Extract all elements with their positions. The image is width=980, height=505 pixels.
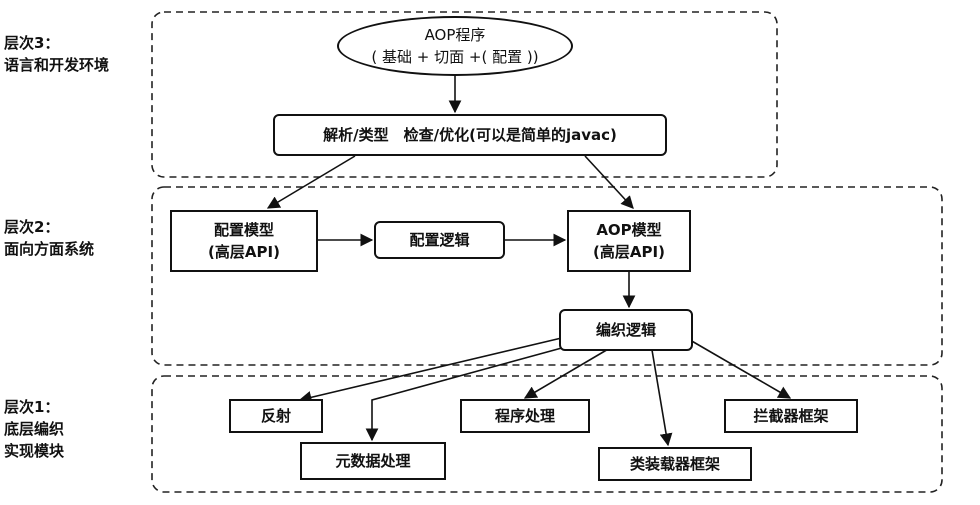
edge-parse-to-config-model <box>266 155 356 209</box>
config-model-title: 配置模型 <box>213 221 274 239</box>
aop-model-subtitle: (高层API) <box>593 243 665 261</box>
layer1-desc1: 底层编织 <box>4 420 65 438</box>
parse-check-label: 解析/类型 检查/优化(可以是简单的javac) <box>323 126 617 144</box>
weave-logic-label: 编织逻辑 <box>595 321 656 339</box>
config-model-node: 配置模型 (高层API) <box>170 210 318 272</box>
program-proc-node: 程序处理 <box>460 399 590 433</box>
layer1-label: 层次1： 底层编织 实现模块 <box>4 396 64 462</box>
edge-weave-to-metadata <box>365 342 581 442</box>
weave-logic-node: 编织逻辑 <box>559 309 693 351</box>
metadata-node: 元数据处理 <box>300 442 446 480</box>
aop-model-title: AOP模型 <box>596 221 662 239</box>
aop-program-node: AOP程序 ( 基础 + 切面 +( 配置 )) <box>337 16 573 76</box>
aop-program-title: AOP程序 <box>424 26 486 44</box>
metadata-label: 元数据处理 <box>335 452 411 470</box>
program-proc-label: 程序处理 <box>494 407 555 425</box>
layer3-desc: 语言和开发环境 <box>4 56 110 74</box>
edge-weave-to-reflection <box>298 335 571 404</box>
edge-weave-to-interceptor <box>689 339 792 399</box>
reflection-node: 反射 <box>229 399 323 433</box>
layer1-desc2: 实现模块 <box>4 442 65 460</box>
classloader-node: 类装载器框架 <box>598 447 752 481</box>
layer2-label: 层次2： 面向方面系统 <box>4 216 94 260</box>
reflection-label: 反射 <box>260 407 291 425</box>
classloader-label: 类装载器框架 <box>629 455 720 473</box>
layer2-desc: 面向方面系统 <box>4 240 95 258</box>
layer3-label: 层次3： 语言和开发环境 <box>4 32 109 76</box>
config-logic-label: 配置逻辑 <box>409 231 470 249</box>
layer3-name: 层次3： <box>4 34 60 52</box>
config-logic-node: 配置逻辑 <box>374 221 505 259</box>
layer1-frame <box>151 375 943 493</box>
config-model-subtitle: (高层API) <box>208 243 280 261</box>
edge-weave-to-program-proc <box>523 347 611 399</box>
aop-model-node: AOP模型 (高层API) <box>567 210 691 272</box>
edge-weave-to-classloader <box>651 349 673 447</box>
interceptor-label: 拦截器框架 <box>753 407 829 425</box>
parse-check-node: 解析/类型 检查/优化(可以是简单的javac) <box>273 114 667 156</box>
interceptor-node: 拦截器框架 <box>724 399 858 433</box>
layer2-name: 层次2： <box>4 218 60 236</box>
edge-parse-to-aop-model <box>584 155 634 209</box>
layer3-frame <box>151 11 778 178</box>
layer1-name: 层次1： <box>4 398 60 416</box>
aop-program-subtitle: ( 基础 + 切面 +( 配置 )) <box>371 48 539 66</box>
